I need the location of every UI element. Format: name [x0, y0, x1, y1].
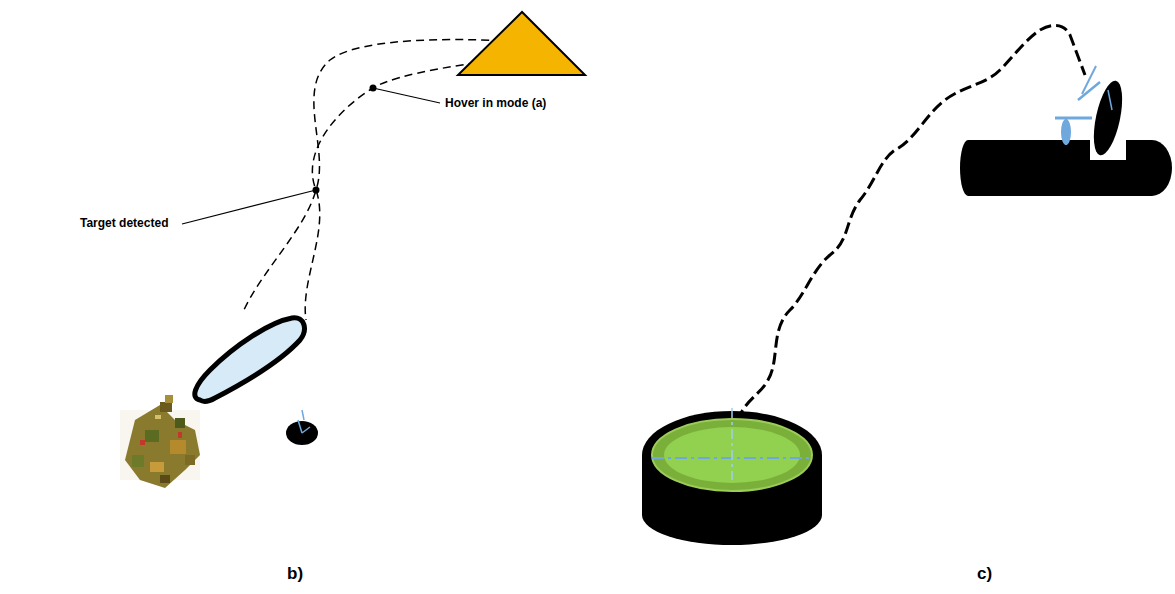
callout-label: Target detected — [80, 216, 168, 230]
perched-drone — [1055, 66, 1128, 158]
base-triangle — [458, 12, 585, 75]
leader-line — [373, 88, 440, 103]
propeller-mark — [298, 420, 310, 433]
flight-path — [735, 25, 1085, 455]
drone-body — [195, 318, 305, 402]
leader-line — [182, 190, 316, 224]
camouflage-target — [120, 395, 200, 488]
perch-cylinder — [960, 138, 1172, 196]
landing-pad — [642, 408, 822, 545]
flight-paths-b — [243, 40, 515, 320]
panel-label: c) — [977, 564, 992, 584]
flight-path — [243, 40, 515, 312]
propeller-mark — [302, 410, 304, 420]
panel-label: b) — [287, 564, 303, 584]
callout-label: Hover in mode (a) — [445, 96, 546, 110]
small-drone — [286, 421, 318, 445]
